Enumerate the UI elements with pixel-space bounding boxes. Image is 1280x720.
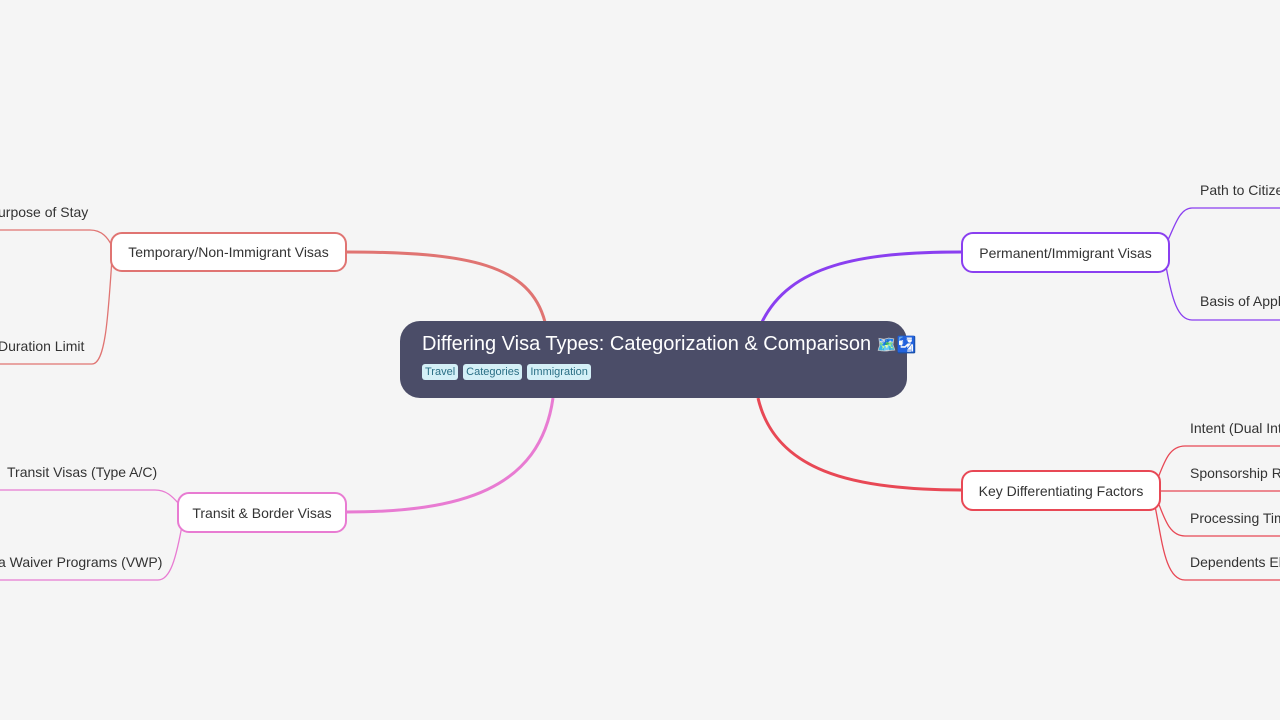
leaf-basis-of-application[interactable]: Basis of Appli bbox=[1200, 293, 1280, 309]
leaf-dependents[interactable]: Dependents Eli bbox=[1190, 554, 1280, 570]
leaf-transit-visas[interactable]: Transit Visas (Type A/C) bbox=[7, 464, 158, 480]
node-temporary-visas[interactable]: Temporary/Non-Immigrant Visas bbox=[110, 232, 347, 272]
tag-list: Travel Categories Immigration bbox=[422, 364, 885, 380]
central-topic[interactable]: Differing Visa Types: Categorization & C… bbox=[400, 321, 917, 398]
tag-immigration[interactable]: Immigration bbox=[527, 364, 591, 380]
leaf-duration-limit[interactable]: Duration Limit bbox=[0, 338, 85, 354]
link-temporary bbox=[345, 250, 547, 323]
link-factors bbox=[756, 397, 962, 492]
leaf-visa-waiver[interactable]: a Waiver Programs (VWP) bbox=[0, 554, 163, 570]
leaf-sponsorship[interactable]: Sponsorship Re bbox=[1190, 465, 1280, 481]
central-title: Differing Visa Types: Categorization & C… bbox=[422, 333, 872, 355]
tag-travel[interactable]: Travel bbox=[422, 364, 459, 380]
node-permanent-visas[interactable]: Permanent/Immigrant Visas bbox=[961, 232, 1170, 273]
link-permanent bbox=[760, 250, 962, 323]
leaf-purpose-of-stay[interactable]: urpose of Stay bbox=[0, 204, 89, 220]
leaf-path-to-citizenship[interactable]: Path to Citizen bbox=[1200, 182, 1280, 198]
leaf-processing-time[interactable]: Processing Tim bbox=[1190, 510, 1280, 526]
node-transit-border-visas[interactable]: Transit & Border Visas bbox=[177, 492, 347, 533]
map-passport-icon: 🗺️🛂 bbox=[876, 337, 917, 354]
node-key-factors[interactable]: Key Differentiating Factors bbox=[961, 470, 1161, 511]
leaf-intent[interactable]: Intent (Dual Int bbox=[1190, 420, 1280, 436]
tag-categories[interactable]: Categories bbox=[463, 364, 523, 380]
link-transit bbox=[345, 397, 555, 514]
